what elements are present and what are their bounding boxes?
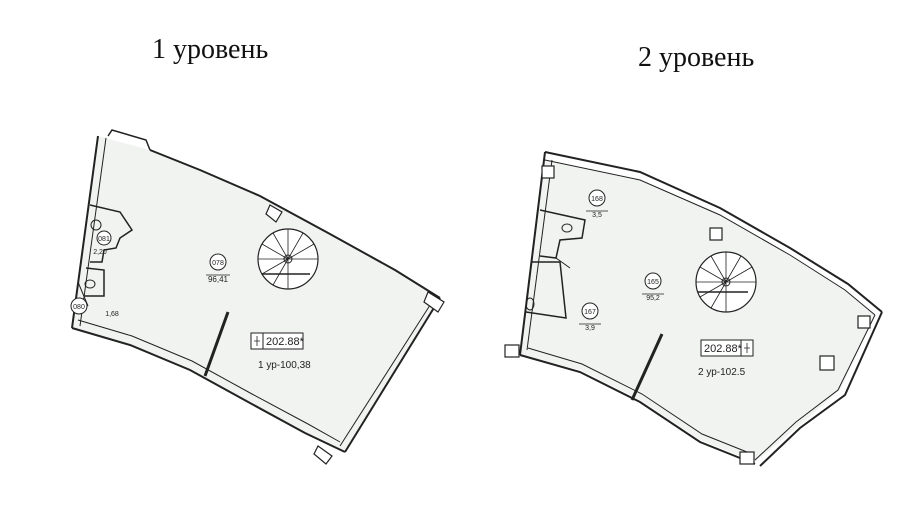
room-165-number: 165 <box>647 279 659 286</box>
spiral-stair-icon <box>695 251 757 313</box>
level-1-plan <box>70 129 445 465</box>
spiral-stair-icon <box>257 228 319 290</box>
room-081-number: 081 <box>98 236 110 243</box>
level-2-apartment-area: 202.88* <box>704 343 743 355</box>
level-2-plan <box>504 151 883 467</box>
room-167-number: 167 <box>584 309 596 316</box>
room-168-area: 3,5 <box>592 212 602 219</box>
level-1-apartment-area: 202.88* <box>266 336 305 348</box>
room-078-area: 96,41 <box>208 275 229 284</box>
level-1-floor-level: 1 ур-100,38 <box>258 360 311 371</box>
room-080-area: 1,68 <box>105 311 119 318</box>
room-165-area: 95,2 <box>646 295 660 302</box>
level-1-title: 1 уровень <box>152 34 269 65</box>
room-080-number: 080 <box>73 304 85 311</box>
room-168-number: 168 <box>591 196 603 203</box>
level-2-floor-level: 2 ур-102.5 <box>698 367 746 378</box>
level-2-title: 2 уровень <box>638 42 755 73</box>
room-078-number: 078 <box>212 260 224 267</box>
room-081-area: 2,20 <box>93 249 107 256</box>
room-167-area: 3,9 <box>585 325 595 332</box>
